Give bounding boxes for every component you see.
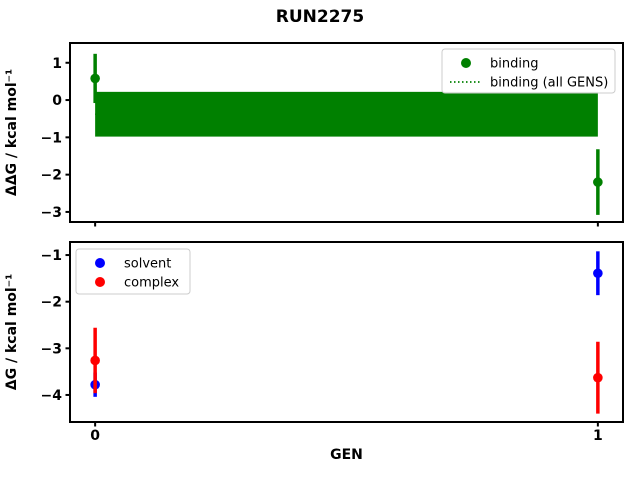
bottom-ytick-label: −2 [41, 295, 62, 311]
data-point-solvent-gen1 [593, 268, 603, 279]
data-point-binding-gen1 [593, 177, 603, 187]
top-y-axis-label: ΔΔG / kcal mol⁻¹ [4, 69, 20, 196]
legend-marker-complex-icon [95, 277, 105, 287]
legend-marker-solvent-icon [95, 258, 105, 268]
bottom-axes-frame [69, 241, 624, 423]
figure-title: RUN2275 [275, 7, 365, 27]
legend-item-label-binding: binding [490, 57, 538, 72]
top-ytick-label: −1 [41, 130, 62, 146]
top-ytick-label: 1 [52, 56, 62, 72]
data-point-complex-gen0 [90, 355, 100, 366]
top-ytick-label: 0 [52, 93, 62, 109]
bottom-y-axis-label: ΔG / kcal mol⁻¹ [4, 274, 20, 390]
bottom-ytick-label: −4 [41, 388, 63, 404]
top-legend-box [441, 48, 616, 94]
legend-item-label-solvent: solvent [124, 257, 171, 272]
bottom-xtick-label: 0 [90, 428, 100, 444]
legend-item-label-binding-all-GENS-: binding (all GENS) [490, 76, 608, 91]
data-point-complex-gen1 [593, 372, 603, 383]
band-binding-all-GENS- [95, 91, 598, 137]
top-ytick-label: −2 [41, 168, 62, 184]
bottom-xtick-label: 1 [593, 428, 603, 444]
bottom-ytick-label: −1 [41, 248, 62, 264]
legend-item-label-complex: complex [124, 276, 179, 291]
top-ytick-label: −3 [41, 205, 62, 221]
top-axes-frame [69, 42, 624, 223]
legend-marker-binding-icon [461, 58, 471, 68]
bottom-x-axis-label: GEN [330, 447, 363, 463]
bottom-ytick-label: −3 [41, 341, 62, 357]
data-point-binding-gen0 [90, 73, 100, 84]
